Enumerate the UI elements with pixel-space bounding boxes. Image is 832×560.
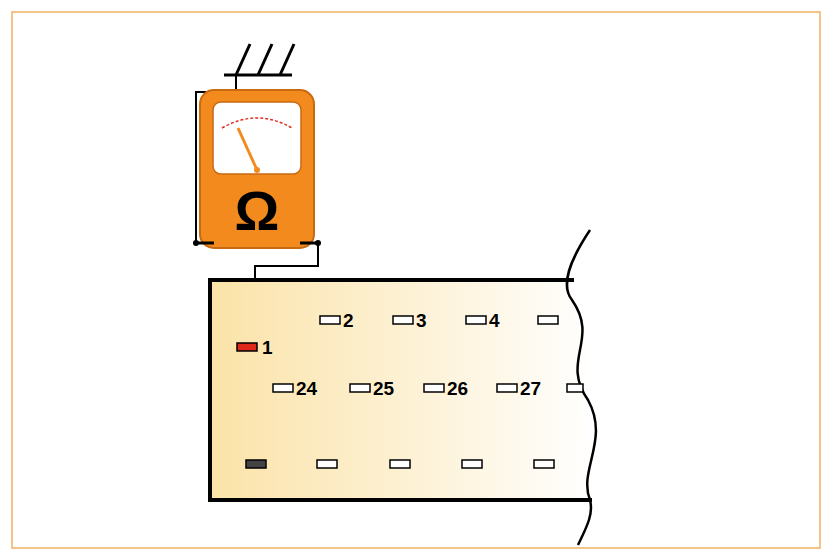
pin-number: 3: [416, 311, 427, 330]
terminal: [300, 242, 318, 245]
dial-scale: [222, 118, 292, 128]
pins: [246, 316, 583, 468]
pin-number: 27: [520, 379, 541, 398]
pin-number: 25: [373, 379, 394, 398]
pin-number: 1: [262, 338, 273, 357]
ground-symbol: [224, 44, 294, 75]
pin-number: 2: [343, 311, 354, 330]
meter-needle: [238, 128, 257, 170]
pin-highlighted: [237, 343, 257, 351]
connector-body: [210, 280, 598, 500]
meter-dial: [213, 102, 301, 174]
ohmmeter-body: [200, 90, 314, 248]
pin-number: 26: [447, 379, 468, 398]
terminal: [196, 242, 214, 245]
pin-number: 4: [489, 311, 500, 330]
pin-number: 24: [296, 379, 317, 398]
ohmmeter-face: Ω: [206, 180, 308, 242]
needle-pivot: [254, 167, 260, 173]
frame: [12, 12, 820, 548]
break-line: [567, 230, 596, 545]
ohm-symbol: Ω: [235, 183, 280, 239]
connector-outline: [210, 280, 592, 500]
